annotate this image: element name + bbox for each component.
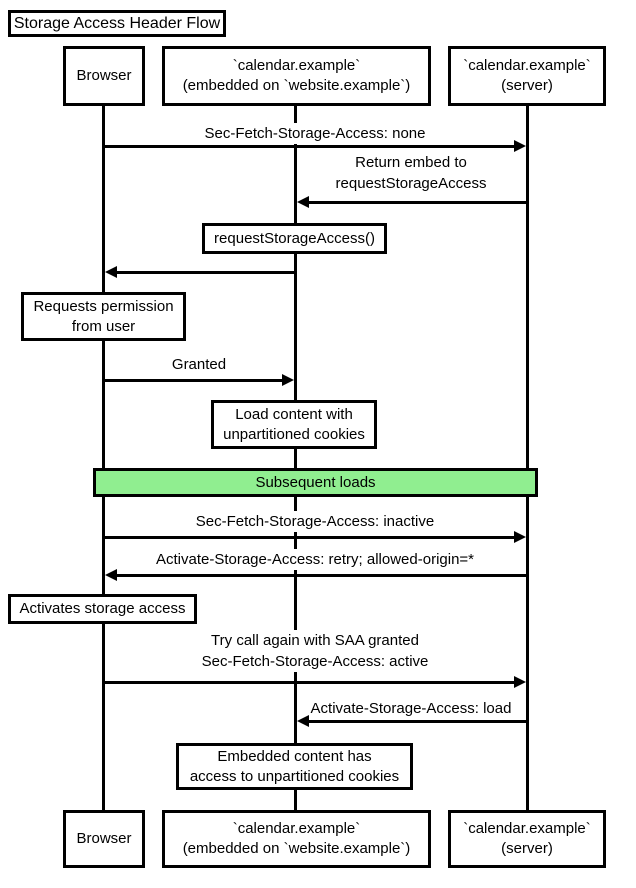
participant-server-label-line2: (server) <box>501 77 553 94</box>
lifeline-server <box>526 106 529 810</box>
participant-server-bottom: `calendar.example` (server) <box>448 810 606 868</box>
message-m8-label: Activate-Storage-Access: load <box>307 698 515 719</box>
participant-embed-label-line1: `calendar.example` <box>232 820 361 837</box>
message-m7-arrow <box>105 681 515 684</box>
participant-browser-top: Browser <box>63 46 145 106</box>
lifeline-browser <box>102 106 105 810</box>
participant-server-label-line1: `calendar.example` <box>463 57 591 74</box>
message-m6-arrowhead <box>105 569 117 581</box>
message-m5-arrow <box>105 536 515 539</box>
message-m1-arrow <box>105 145 515 148</box>
note-requeststorageaccess: requestStorageAccess() <box>202 223 387 254</box>
message-m1-label: Sec-Fetch-Storage-Access: none <box>201 123 429 144</box>
participant-embed-label-line2: (embedded on `website.example`) <box>182 77 411 94</box>
participant-server-label-line2: (server) <box>501 840 553 857</box>
message-m3-arrowhead <box>105 266 117 278</box>
diagram-title: Storage Access Header Flow <box>8 10 226 37</box>
message-m2-arrowhead <box>297 196 309 208</box>
message-m2-label: Return embed to requestStorageAccess <box>332 152 490 194</box>
message-m2-arrow <box>309 201 526 204</box>
participant-embed-label-line1: `calendar.example` <box>232 57 361 74</box>
message-m7-label: Try call again with SAA granted Sec-Fetc… <box>198 630 432 672</box>
message-m6-label: Activate-Storage-Access: retry; allowed-… <box>152 549 478 570</box>
lifeline-embed <box>294 106 297 810</box>
note-requests-permission: Requests permission from user <box>21 292 186 341</box>
message-m4-arrow <box>105 379 283 382</box>
message-m4-label: Granted <box>168 354 230 375</box>
message-m1-arrowhead <box>514 140 526 152</box>
note-embedded-content-access: Embedded content has access to unpartiti… <box>176 743 413 790</box>
note-activates-storage-access: Activates storage access <box>8 594 197 624</box>
message-m7-arrowhead <box>514 676 526 688</box>
participant-browser-bottom: Browser <box>63 810 145 868</box>
participant-embed-label-line2: (embedded on `website.example`) <box>182 840 411 857</box>
message-m8-arrowhead <box>297 715 309 727</box>
message-m8-arrow <box>309 720 526 723</box>
note-load-content: Load content with unpartitioned cookies <box>211 400 377 449</box>
participant-server-top: `calendar.example` (server) <box>448 46 606 106</box>
participant-browser-label: Browser <box>76 830 132 847</box>
participant-embed-bottom: `calendar.example` (embedded on `website… <box>162 810 431 868</box>
message-m5-arrowhead <box>514 531 526 543</box>
participant-embed-top: `calendar.example` (embedded on `website… <box>162 46 431 106</box>
message-m5-label: Sec-Fetch-Storage-Access: inactive <box>192 511 438 532</box>
participant-browser-label: Browser <box>76 67 132 84</box>
message-m4-arrowhead <box>282 374 294 386</box>
divider-subsequent-loads: Subsequent loads <box>93 468 538 497</box>
message-m3-arrow <box>117 271 294 274</box>
participant-server-label-line1: `calendar.example` <box>463 820 591 837</box>
message-m6-arrow <box>117 574 526 577</box>
